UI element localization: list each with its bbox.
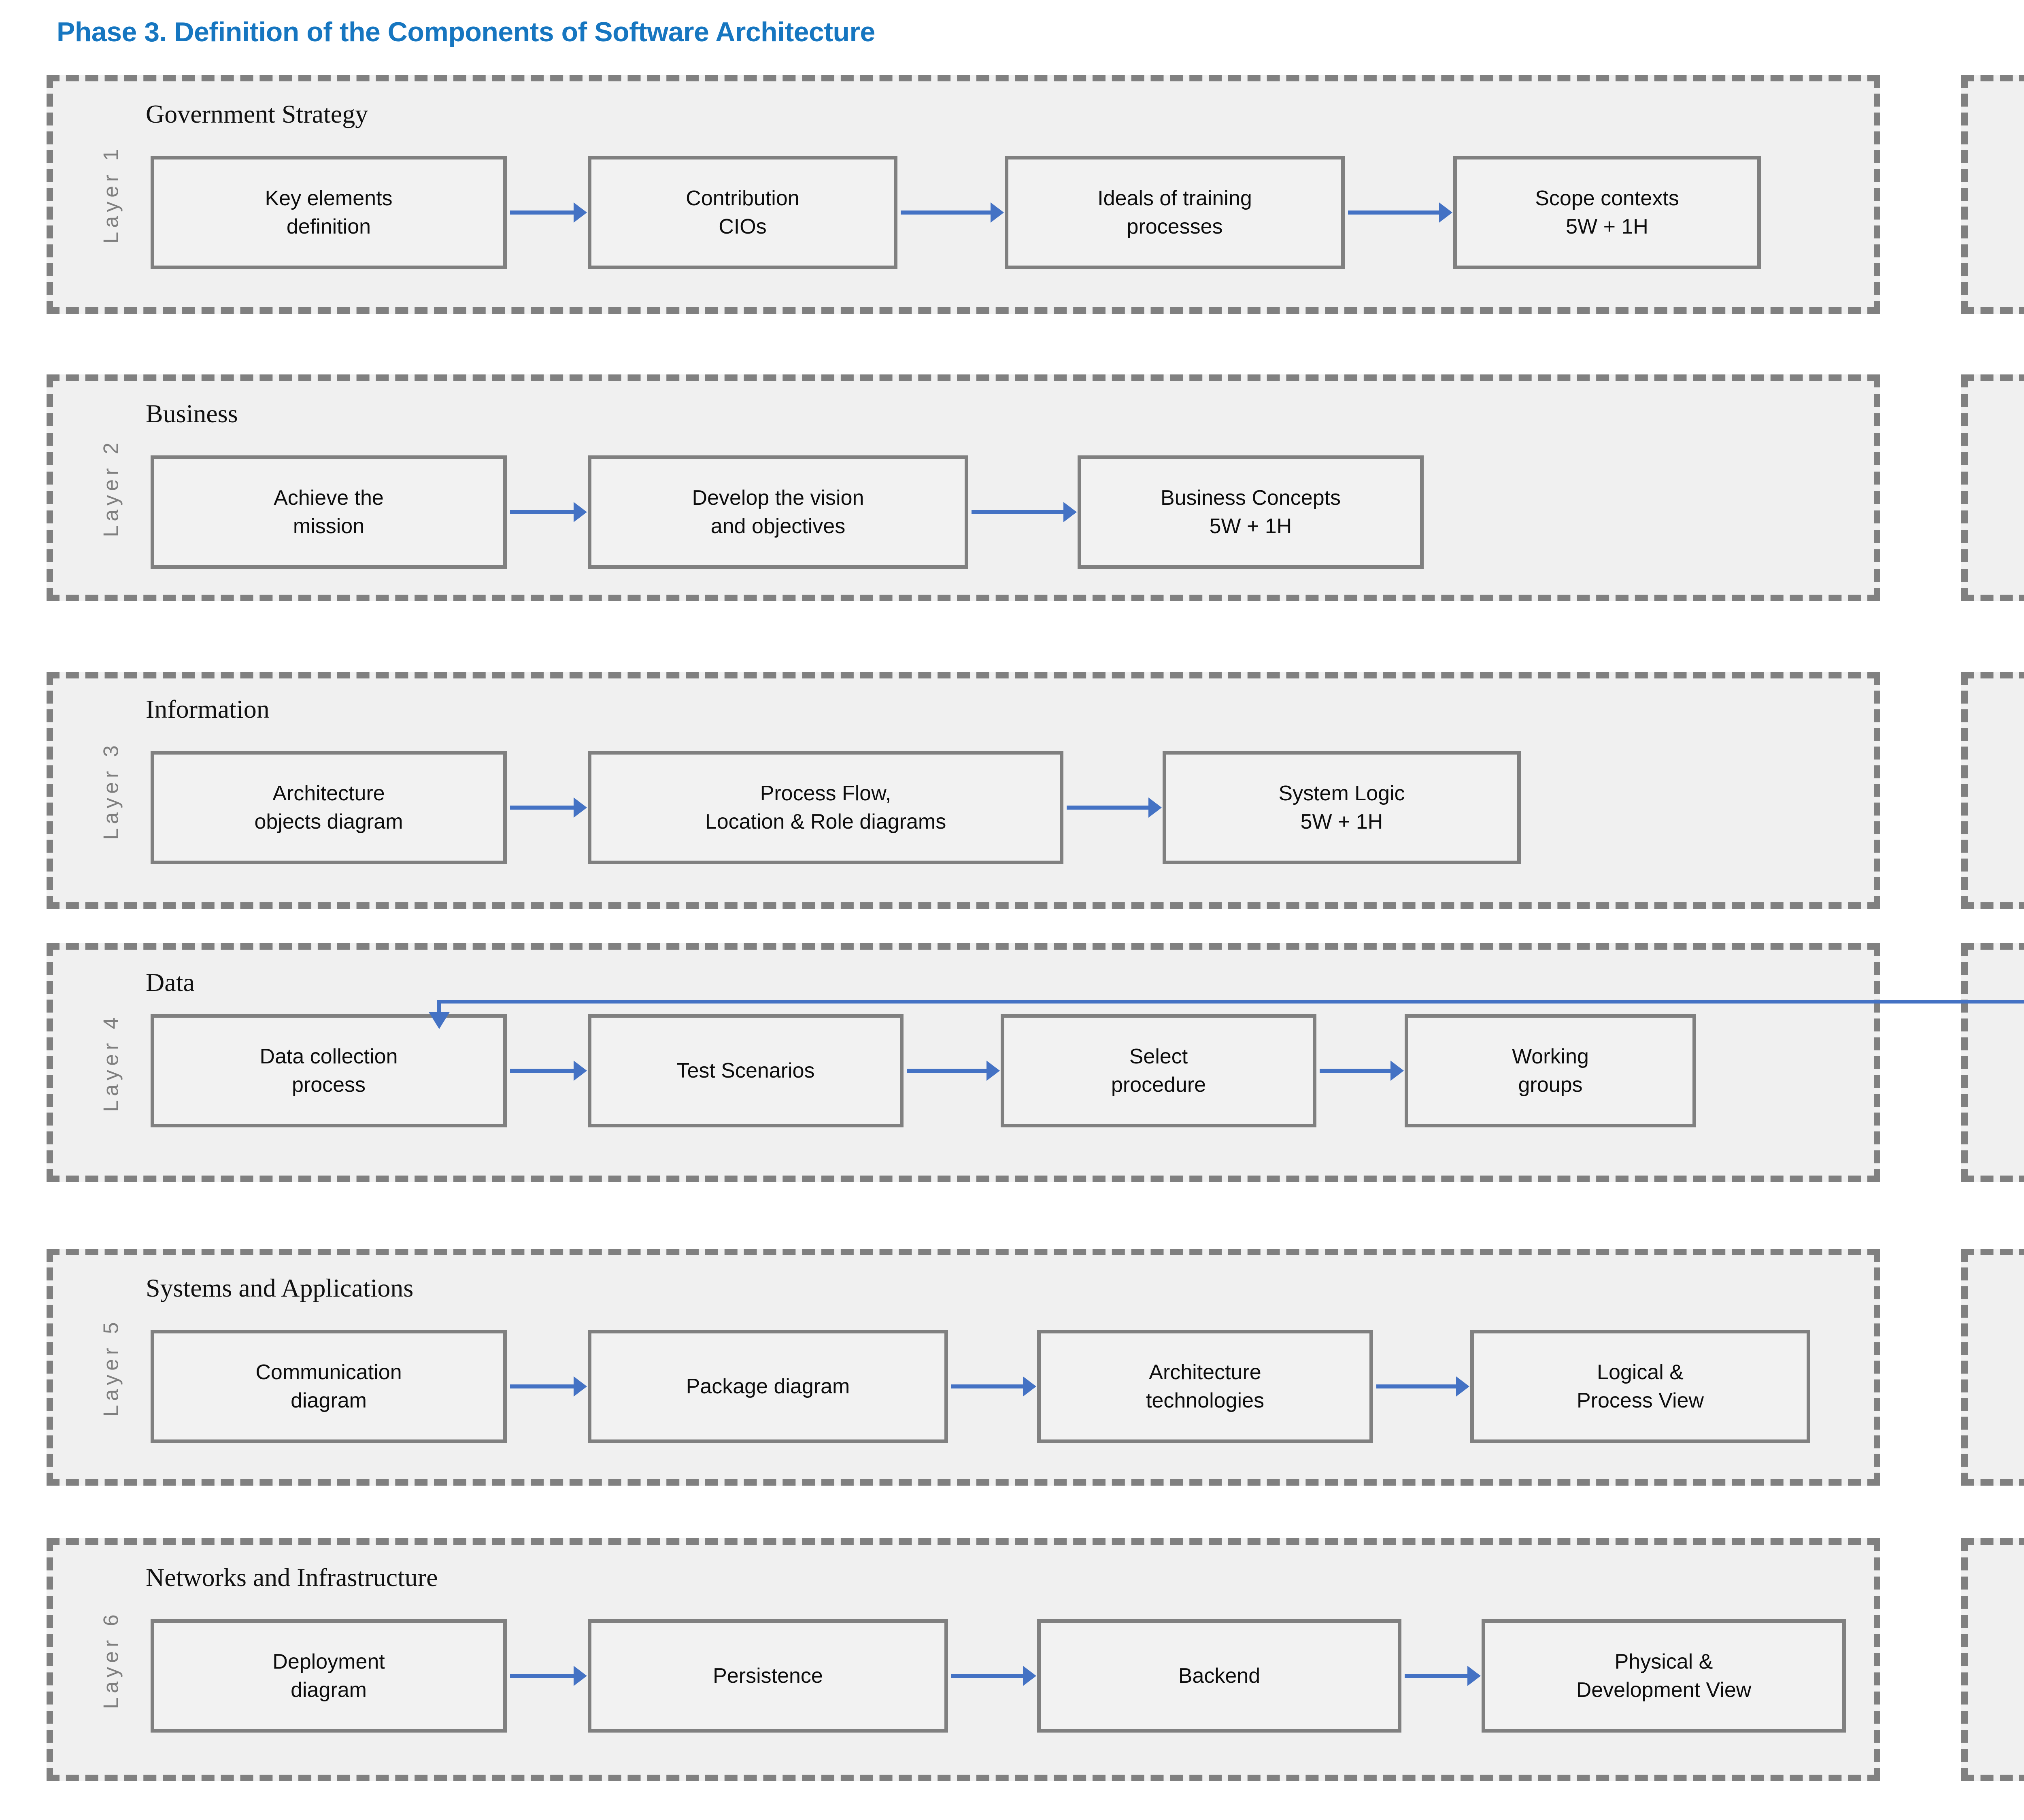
- layer-heading-6: Networks and Infrastructure: [146, 1563, 438, 1592]
- flow-arrow: [951, 1666, 1036, 1686]
- process-box: Physical &Development View: [1482, 1619, 1846, 1733]
- flow-arrow: [1067, 797, 1162, 818]
- side-panel-5: [1961, 1249, 2024, 1486]
- process-box: Persistence: [588, 1619, 948, 1733]
- flow-arrow: [1320, 1061, 1404, 1081]
- side-panel-3: [1961, 672, 2024, 909]
- flow-arrow: [510, 1376, 587, 1397]
- side-panel-1: [1961, 75, 2024, 314]
- process-box: Backend: [1037, 1619, 1401, 1733]
- page-title: Phase 3. Definition of the Components of…: [57, 17, 875, 47]
- flow-arrow: [951, 1376, 1036, 1397]
- flow-arrow: [1376, 1376, 1469, 1397]
- layer-heading-4: Data: [146, 968, 195, 997]
- process-box: Logical &Process View: [1470, 1330, 1810, 1443]
- flow-arrow: [510, 502, 587, 522]
- layer-heading-2: Business: [146, 399, 238, 428]
- flow-arrow: [907, 1061, 1000, 1081]
- layer-tag-5: Layer 5: [99, 1318, 123, 1417]
- layer-heading-1: Government Strategy: [146, 100, 368, 128]
- process-box: Package diagram: [588, 1330, 948, 1443]
- flow-arrow: [1348, 202, 1452, 223]
- side-panel-4: [1961, 943, 2024, 1182]
- flow-arrow: [1405, 1666, 1481, 1686]
- layer-tag-4: Layer 4: [99, 1013, 123, 1112]
- flow-arrow: [510, 1666, 587, 1686]
- connector-vertical-to-data: [437, 1000, 441, 1012]
- layer-tag-6: Layer 6: [99, 1610, 123, 1709]
- flow-arrow: [901, 202, 1004, 223]
- process-box: Process Flow,Location & Role diagrams: [588, 751, 1063, 864]
- flow-arrow: [510, 202, 587, 223]
- flow-arrow: [510, 797, 587, 818]
- connector-arrowhead: [429, 1012, 450, 1029]
- connector-horizontal: [437, 1000, 2024, 1004]
- layer-tag-1: Layer 1: [99, 145, 123, 244]
- side-panel-2: [1961, 374, 2024, 601]
- side-panel-6: [1961, 1538, 2024, 1781]
- flow-arrow: [510, 1061, 587, 1081]
- process-box: Test Scenarios: [588, 1014, 904, 1127]
- layer-tag-3: Layer 3: [99, 741, 123, 840]
- layer-heading-5: Systems and Applications: [146, 1274, 414, 1302]
- layer-heading-3: Information: [146, 695, 270, 723]
- flow-arrow: [972, 502, 1077, 522]
- layer-tag-2: Layer 2: [99, 438, 123, 537]
